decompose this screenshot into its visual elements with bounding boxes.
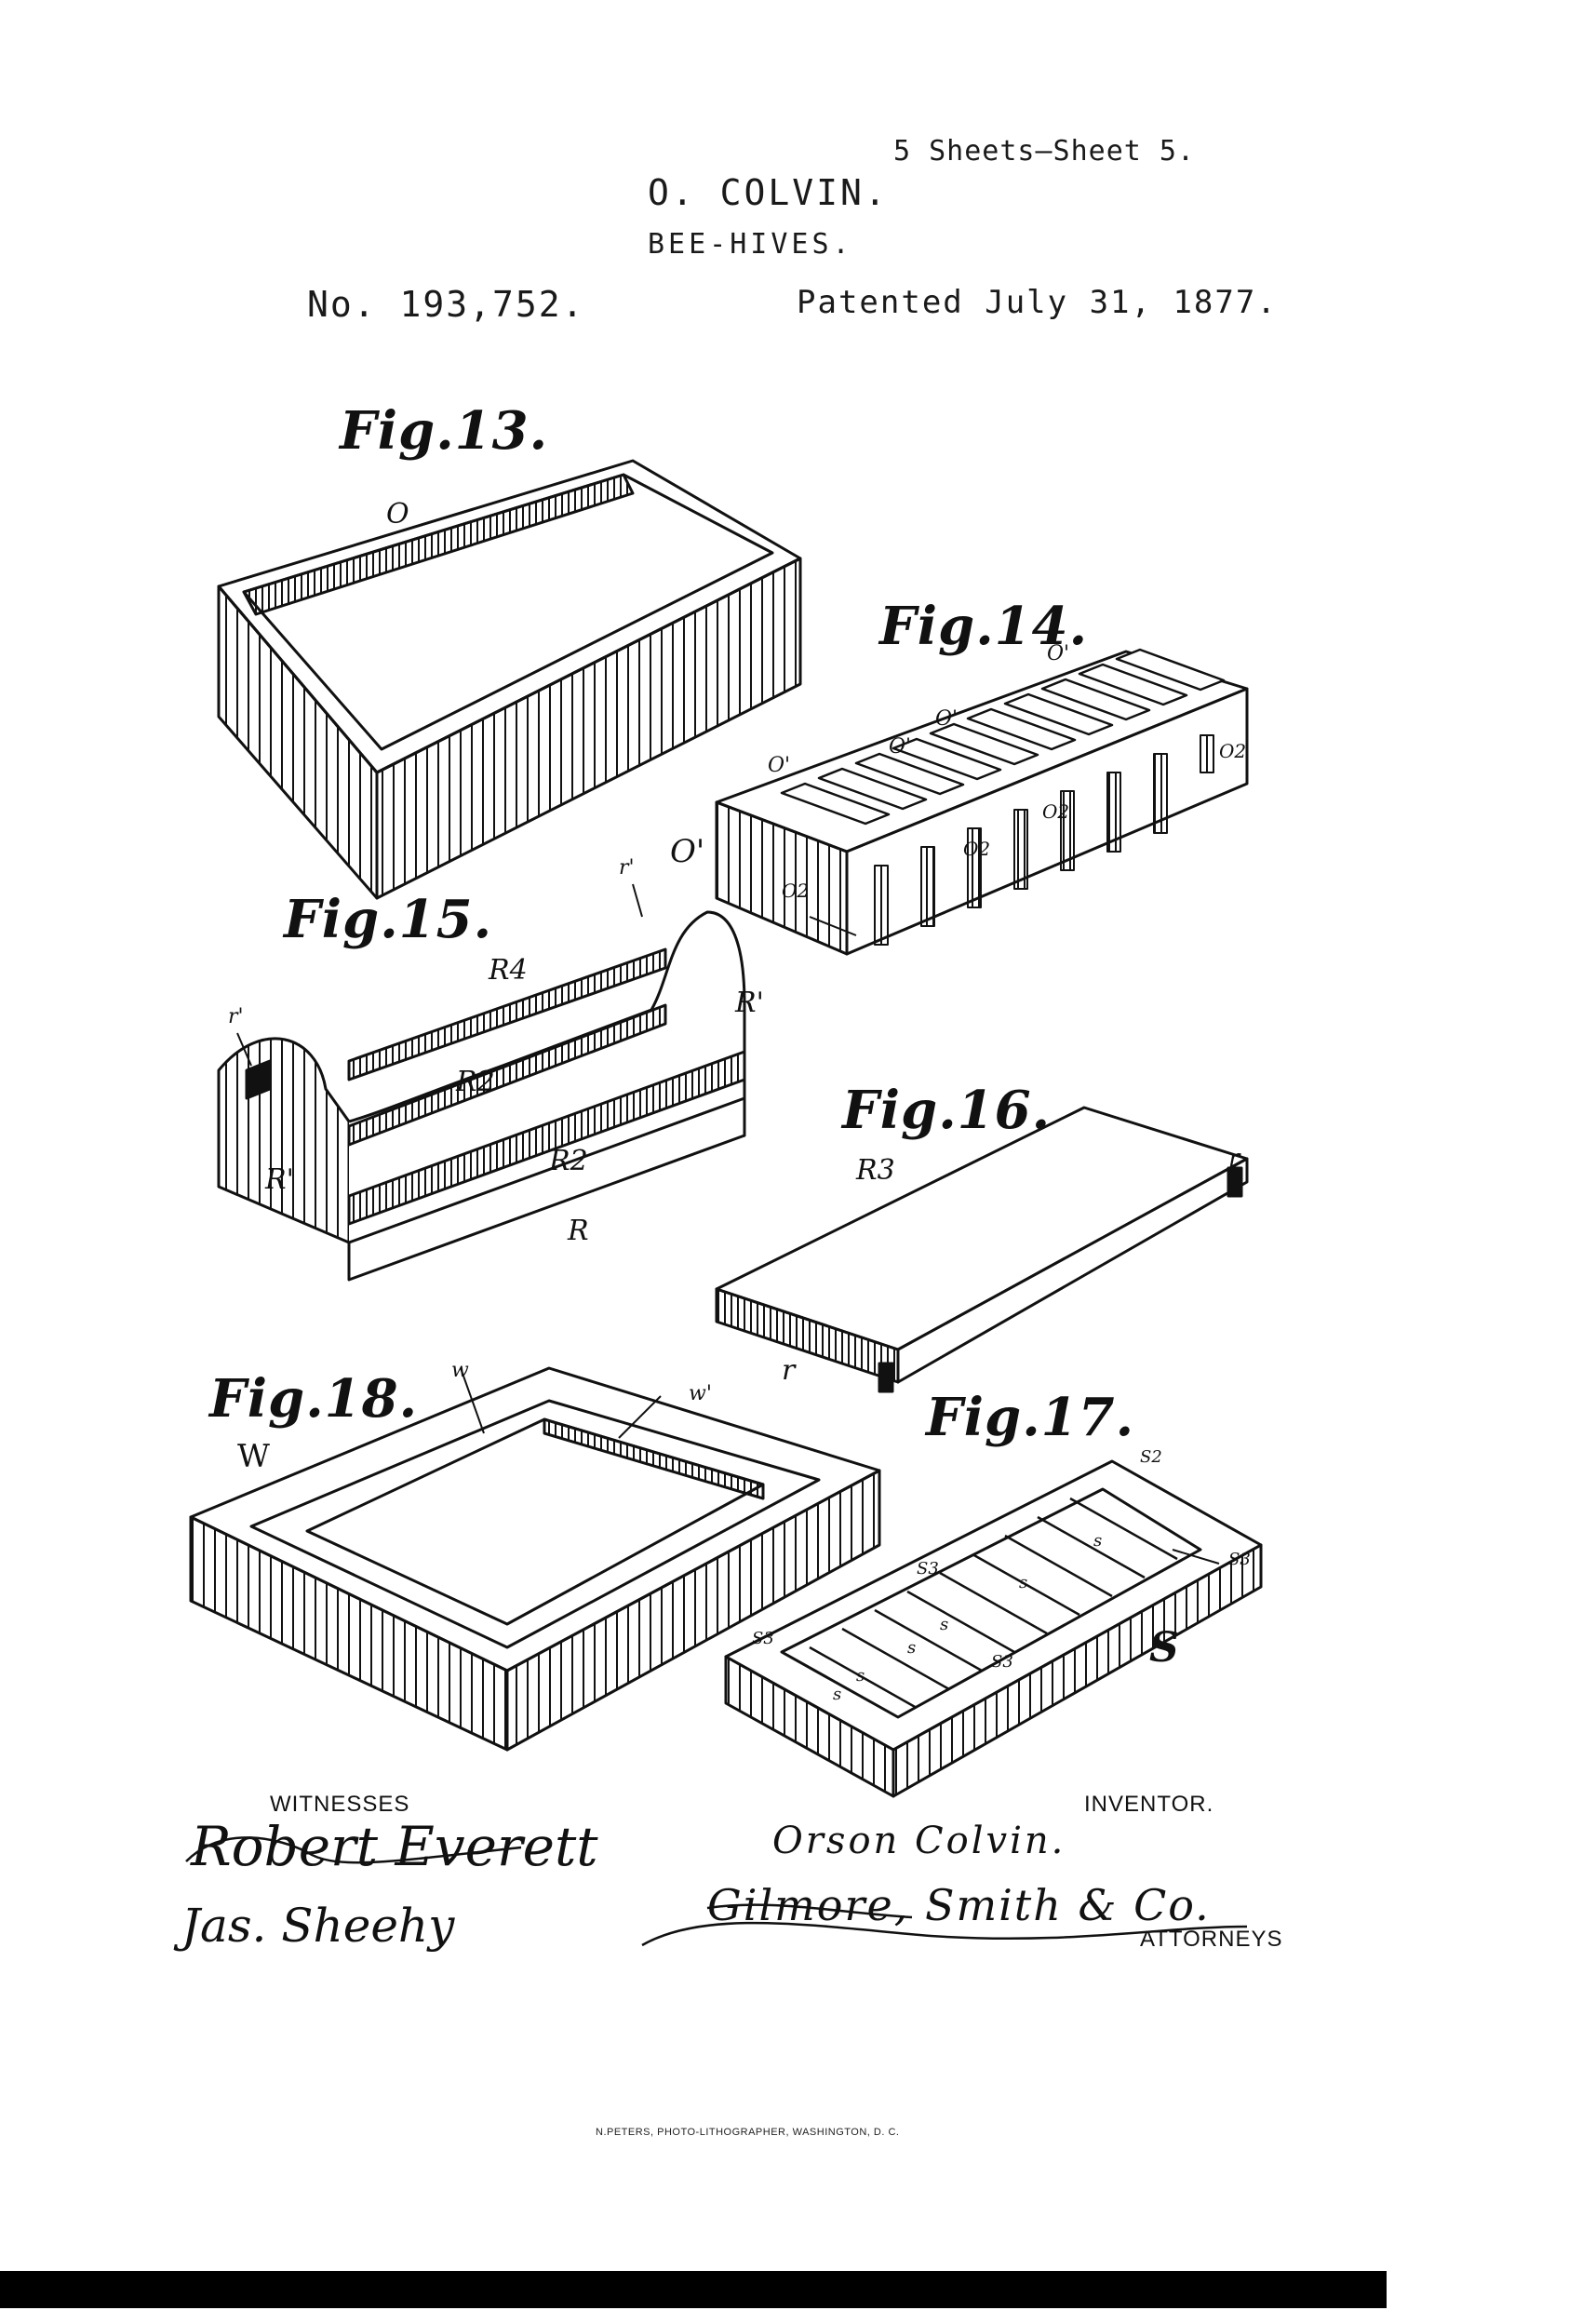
ref-fig15-r-small-b: r'	[228, 1005, 244, 1028]
patent-subject: BEE-HIVES.	[648, 228, 853, 261]
witness1-signature: Robert Everett	[191, 1815, 598, 1878]
ref-fig14-o1-c: O'	[889, 735, 912, 759]
ref-fig17-s-c: s	[940, 1615, 949, 1634]
witnesses-label: WITNESSES	[270, 1792, 410, 1817]
ref-fig18-w-cap: W	[237, 1438, 270, 1475]
ref-fig15-r: R	[568, 1215, 589, 1247]
ref-fig17-s: S	[1149, 1624, 1179, 1672]
ref-fig18-w1: w'	[689, 1382, 712, 1405]
ref-fig18-w: w	[451, 1359, 469, 1382]
fig17-label: Fig.17.	[926, 1387, 1135, 1448]
ref-fig17-s3-d: S3	[752, 1629, 774, 1648]
attorneys-label: ATTORNEYS	[1140, 1927, 1283, 1952]
ref-fig17-s-a: s	[1093, 1531, 1103, 1551]
sheet-number: 5 Sheets—Sheet 5.	[893, 135, 1196, 168]
ref-fig14-o2-b: O2	[1042, 800, 1070, 823]
inventor-label: INVENTOR.	[1084, 1792, 1214, 1817]
fig15-label: Fig.15.	[284, 889, 493, 950]
ref-fig15-r2-b: R2	[549, 1145, 588, 1177]
ref-fig15-r-small-a: r'	[619, 856, 635, 880]
ref-fig14-o1-d: O'	[768, 754, 791, 777]
ref-fig15-r1-right: R'	[735, 987, 764, 1019]
fig16-cover	[715, 1106, 1249, 1393]
fig15-carrying-frame	[217, 910, 746, 1282]
attorney-signature: Gilmore, Smith & Co.	[707, 1880, 1211, 1930]
ref-fig14-o1-a: O'	[1047, 642, 1070, 665]
ref-fig16-r-b: r	[782, 1354, 796, 1387]
fig16-label: Fig.16.	[842, 1080, 1052, 1141]
inventor-name: O. COLVIN.	[648, 172, 889, 213]
ref-fig17-s-e: s	[856, 1666, 865, 1686]
fig18-label: Fig.18.	[209, 1368, 419, 1430]
ref-fig15-r4: R4	[489, 954, 528, 987]
inventor-signature: Orson Colvin.	[772, 1820, 1066, 1862]
ref-fig13-o: O	[386, 498, 409, 531]
ref-fig17-s3-b: S3	[917, 1559, 939, 1578]
ref-fig17-s-f: s	[833, 1685, 842, 1704]
patent-date: Patented July 31, 1877.	[797, 284, 1278, 321]
fig14-label: Fig.14.	[879, 596, 1089, 657]
ref-fig14-o2-c: O2	[963, 838, 991, 860]
fig17-slotted-frame	[724, 1459, 1263, 1798]
ref-fig14-o2-a: O2	[1219, 740, 1247, 762]
witness2-signature: Jas. Sheehy	[181, 1899, 455, 1953]
ref-fig17-s-b: s	[1019, 1573, 1028, 1592]
ref-fig16-r-a: r	[1228, 1145, 1240, 1173]
patent-number: No. 193,752.	[307, 284, 585, 325]
lithographer-credit: N.PETERS, PHOTO-LITHOGRAPHER, WASHINGTON…	[596, 2127, 900, 2138]
scan-edge-bar	[0, 2271, 1387, 2308]
ref-fig17-s2: S2	[1140, 1447, 1162, 1467]
fig13-open-box	[217, 459, 802, 900]
ref-fig17-s3-a: S3	[1228, 1550, 1251, 1569]
ref-fig17-s3-c: S3	[991, 1652, 1013, 1672]
ref-fig14-o2-d: O2	[782, 880, 810, 902]
fig13-label: Fig.13.	[340, 400, 549, 462]
ref-fig16-r3: R3	[856, 1154, 895, 1187]
signature-flourishes	[185, 1836, 1248, 1947]
ref-fig14-o1-b: O'	[935, 707, 959, 731]
ref-fig15-r2-a: R2	[456, 1066, 495, 1098]
fig14-frame-hive	[715, 648, 1249, 956]
reference-leaders	[236, 883, 1220, 1565]
ref-fig14-o1-e: O'	[670, 833, 705, 870]
ref-fig17-s-d: s	[907, 1638, 917, 1658]
fig18-open-frame	[189, 1366, 881, 1752]
ref-fig15-r1-left: R'	[265, 1163, 294, 1196]
